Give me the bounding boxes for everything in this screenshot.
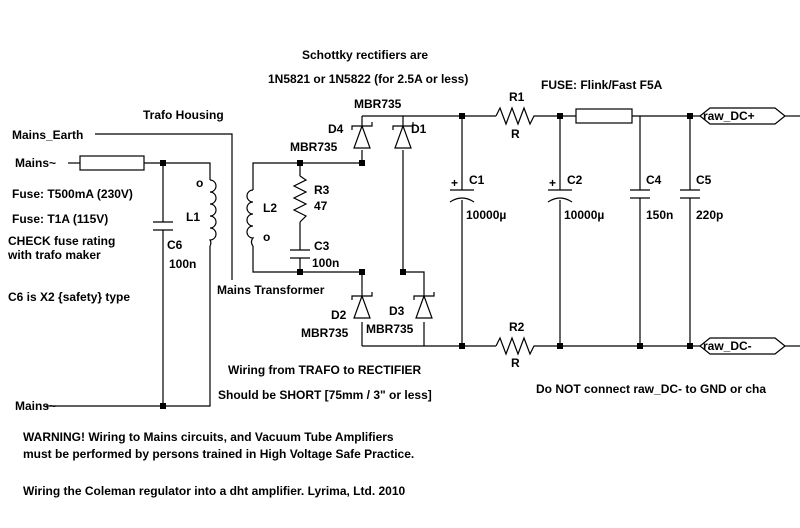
note-fuse-out: FUSE: Flink/Fast F5A: [541, 78, 663, 92]
d2-diode-symbol: [351, 292, 373, 319]
mains-fuse-symbol: [79, 155, 145, 171]
note-check-1: CHECK fuse rating: [8, 234, 115, 248]
wire-l1-bottom: [46, 246, 211, 407]
c5-value: 220p: [696, 208, 723, 222]
d2-ref: D2: [331, 308, 347, 322]
r3-resistor-symbol: [292, 175, 308, 223]
junction-dot: [359, 160, 365, 166]
junction-dot: [557, 343, 563, 349]
junctions: [160, 113, 693, 409]
d1-diode-symbol: [392, 122, 414, 149]
note-trafo-housing: Trafo Housing: [143, 108, 224, 122]
c2-capacitor-symbol: [547, 189, 573, 203]
d4-diode-symbol: [351, 122, 373, 149]
c3-ref: C3: [314, 239, 330, 253]
d2-part: MBR735: [301, 326, 349, 340]
raw-dc-plus-port: [699, 107, 786, 125]
net-mains-top: Mains~: [15, 156, 56, 170]
note-mains-transformer: Mains Transformer: [217, 283, 325, 297]
c4-capacitor-symbol: [630, 189, 650, 199]
raw-dc-minus-port: [699, 337, 786, 355]
junction-dot: [297, 160, 303, 166]
wire-bridge-d3-a: [403, 271, 425, 296]
note-warning-2: must be performed by persons trained in …: [23, 447, 414, 461]
labels: Schottky rectifiers are 1N5821 or 1N5822…: [7, 48, 766, 498]
c6-value: 100n: [169, 257, 196, 271]
c1-ref: C1: [469, 173, 485, 187]
junction-dot: [687, 113, 693, 119]
note-c6-type: C6 is X2 {safety} type: [8, 290, 130, 304]
note-schottky-line2: 1N5821 or 1N5822 (for 2.5A or less): [268, 72, 468, 86]
r1-value: R: [511, 127, 520, 141]
junction-dot: [160, 403, 166, 409]
l2-dot: o: [263, 230, 270, 244]
d4-part-top: MBR735: [354, 97, 402, 111]
c5-ref: C5: [696, 173, 712, 187]
d3-part: MBR735: [366, 322, 414, 336]
c1-capacitor-symbol: [449, 189, 475, 203]
c1-plus: +: [451, 176, 458, 190]
l1-dot: o: [196, 176, 203, 190]
c6-ref: C6: [167, 238, 183, 252]
junction-dot: [160, 160, 166, 166]
c1-value: 10000µ: [466, 208, 506, 222]
l1-inductor-symbol: [208, 179, 217, 247]
c3-value: 100n: [312, 256, 339, 270]
note-warning-1: WARNING! Wiring to Mains circuits, and V…: [23, 430, 394, 444]
net-mains-earth: Mains_Earth: [12, 128, 83, 142]
c3-symbol: [290, 249, 310, 259]
net-mains-bottom: Mains~: [15, 399, 56, 413]
c6-symbol: [153, 221, 173, 231]
l1-ref: L1: [186, 210, 200, 224]
net-raw-dc-plus: raw_DC+: [703, 109, 755, 123]
r1-resistor-symbol: [495, 106, 538, 126]
c5-capacitor-symbol: [680, 189, 700, 199]
wire-mains-earth: [95, 133, 233, 280]
r3-ref: R3: [314, 183, 330, 197]
d4-ref: D4: [328, 122, 344, 136]
junction-dot: [400, 269, 406, 275]
note-fuse-230: Fuse: T500mA (230V): [12, 187, 133, 201]
note-credit: Wiring the Coleman regulator into a dht …: [23, 484, 406, 498]
c2-ref: C2: [567, 173, 583, 187]
d4-part: MBR735: [290, 140, 338, 154]
r2-ref: R2: [509, 320, 525, 334]
note-wiring-1: Wiring from TRAFO to RECTIFIER: [228, 363, 422, 377]
c4-ref: C4: [646, 173, 662, 187]
c4-value: 150n: [646, 208, 673, 222]
r2-value: R: [511, 356, 520, 370]
wires: [46, 115, 800, 407]
note-wiring-2: Should be SHORT [75mm / 3" or less]: [218, 388, 432, 402]
junction-dot: [459, 343, 465, 349]
d3-diode-symbol: [413, 292, 435, 319]
junction-dot: [637, 343, 643, 349]
l2-inductor-symbol: [246, 189, 255, 247]
d1-ref: D1: [411, 122, 427, 136]
note-check-2: with trafo maker: [7, 248, 101, 262]
r3-value: 47: [314, 199, 328, 213]
d3-ref: D3: [389, 304, 405, 318]
junction-dot: [359, 269, 365, 275]
junction-dot: [459, 113, 465, 119]
c2-plus: +: [549, 176, 556, 190]
r1-ref: R1: [509, 90, 525, 104]
note-fuse-115: Fuse: T1A (115V): [12, 212, 108, 226]
junction-dot: [557, 113, 563, 119]
note-dont-connect: Do NOT connect raw_DC- to GND or cha: [536, 382, 766, 396]
net-raw-dc-minus: raw_DC-: [703, 339, 752, 353]
output-fuse-symbol: [575, 108, 633, 124]
note-schottky-line1: Schottky rectifiers are: [302, 48, 428, 62]
wire-secondary-left: [252, 162, 301, 273]
c2-value: 10000µ: [564, 208, 604, 222]
junction-dot: [687, 343, 693, 349]
junction-dot: [297, 269, 303, 275]
r2-resistor-symbol: [495, 336, 538, 356]
l2-ref: L2: [263, 201, 277, 215]
